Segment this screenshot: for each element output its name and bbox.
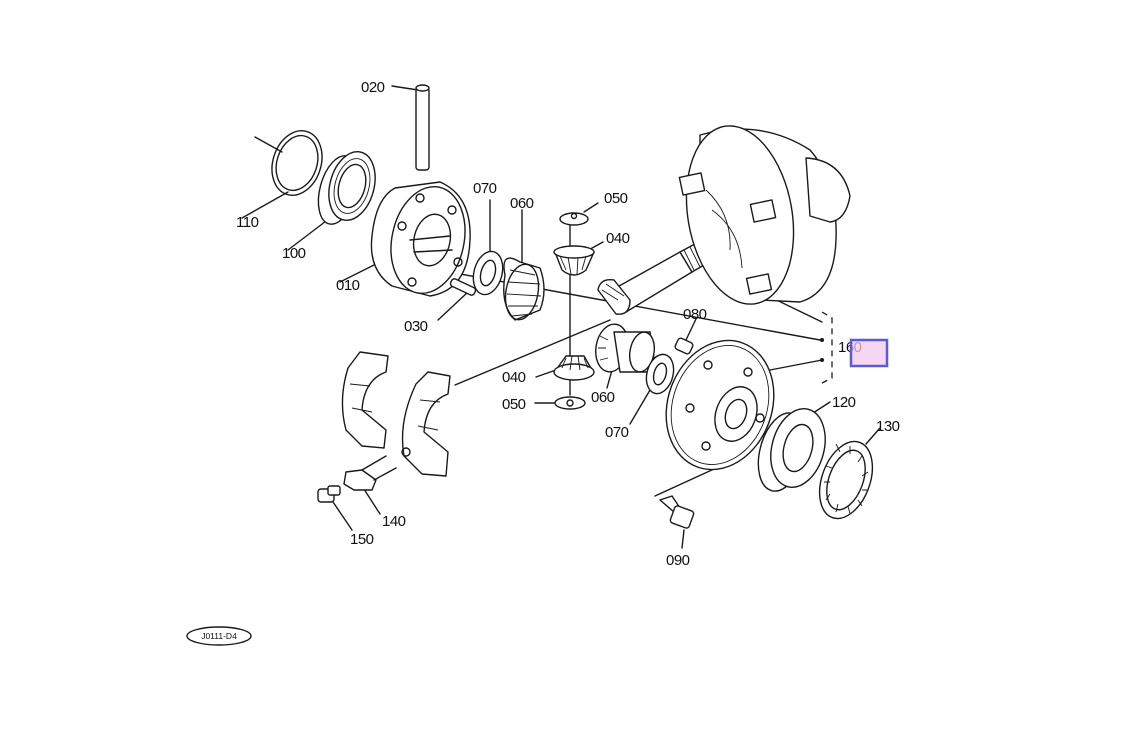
label-140[interactable]: 140: [382, 513, 406, 530]
part-020-pin: [415, 84, 430, 171]
drawing-code: J0111-D4: [201, 631, 237, 641]
label-030[interactable]: 030: [404, 318, 428, 335]
part-040-pinion-lower: [553, 355, 595, 381]
label-060-upper[interactable]: 060: [510, 195, 534, 212]
part-030-pin: [449, 278, 477, 296]
part-050-washer-upper: [559, 212, 589, 226]
label-130[interactable]: 130: [876, 418, 900, 435]
label-080[interactable]: 080: [683, 306, 707, 323]
label-040-upper[interactable]: 040: [606, 230, 630, 247]
label-010[interactable]: 010: [336, 277, 360, 294]
label-050-upper[interactable]: 050: [604, 190, 628, 207]
part-110-snap-ring: [271, 130, 323, 196]
label-040-lower[interactable]: 040: [502, 369, 526, 386]
part-labels: 020 110 100 010 030 070 060 050 040 080 …: [236, 79, 900, 569]
label-150[interactable]: 150: [350, 531, 374, 548]
part-060-side-gear-lower: [595, 323, 657, 373]
part-040-pinion-upper: [553, 245, 595, 276]
label-090[interactable]: 090: [666, 552, 690, 569]
part-100-bearing: [317, 151, 376, 225]
part-housing: [678, 125, 851, 305]
drawing-code-badge: J0111-D4: [186, 626, 252, 646]
label-120[interactable]: 120: [832, 394, 856, 411]
label-050-lower[interactable]: 050: [502, 396, 526, 413]
part-160-ring-gear: [665, 339, 775, 471]
label-020[interactable]: 020: [361, 79, 385, 96]
label-060-lower[interactable]: 060: [591, 389, 615, 406]
label-070-lower[interactable]: 070: [605, 424, 629, 441]
part-130-lock-nut: [818, 440, 874, 520]
part-070-washer-upper: [472, 250, 504, 296]
part-150-bolt: [317, 485, 341, 503]
part-070-washer-lower: [645, 353, 675, 395]
part-090-bolt: [659, 495, 695, 529]
label-100[interactable]: 100: [282, 245, 306, 262]
part-060-side-gear-upper: [503, 257, 545, 321]
part-010-diff-case: [370, 181, 471, 297]
part-050-washer-lower: [554, 396, 586, 410]
label-110[interactable]: 110: [236, 214, 259, 231]
label-070-upper[interactable]: 070: [473, 180, 497, 197]
part-bearing-cap-left: [341, 351, 389, 449]
part-080-pin: [674, 337, 694, 355]
part-120-bearing: [757, 408, 826, 492]
part-140-lock-plate: [343, 455, 397, 491]
highlight-box-160[interactable]: [849, 338, 889, 368]
part-bearing-cap-right: [401, 371, 451, 477]
